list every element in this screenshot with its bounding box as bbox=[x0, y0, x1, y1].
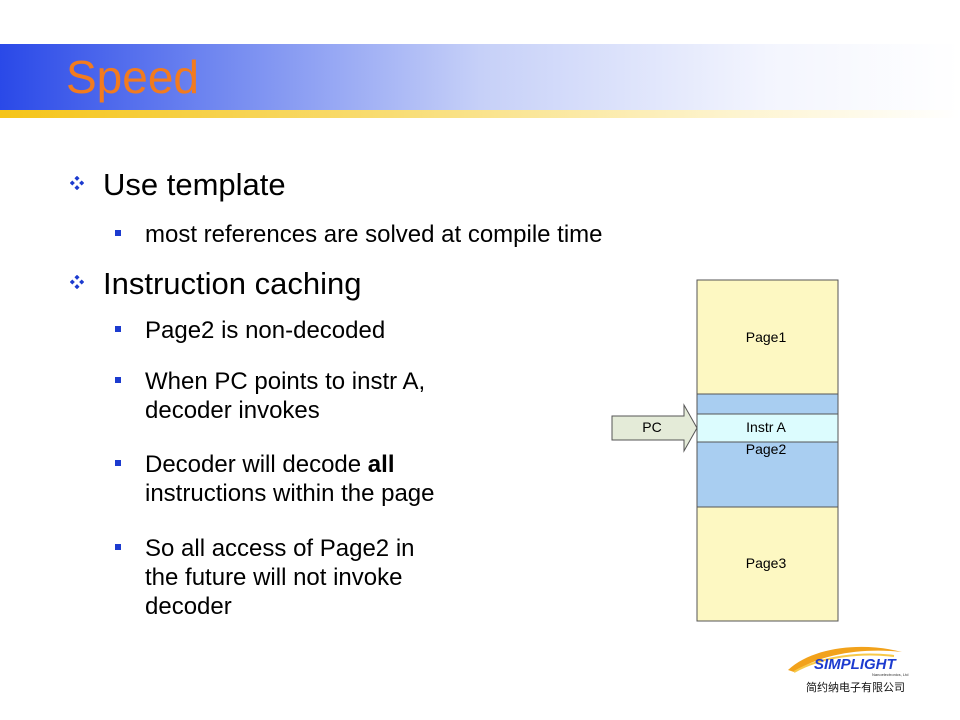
square-bullet-icon bbox=[115, 230, 121, 236]
memory-page-diagram: Page1 Instr A Page2 Page3 PC bbox=[611, 279, 839, 622]
sub-bullet-text: most references are solved at compile ti… bbox=[145, 221, 603, 248]
bullet-text: Use template bbox=[103, 167, 286, 202]
bullet-use-template: Use template bbox=[70, 167, 286, 203]
swoosh-logo-icon: SIMPLIGHT Nanoelectronics, Ltd bbox=[788, 646, 908, 677]
diamond-bullet-icon bbox=[70, 176, 84, 190]
bullet-text: Instruction caching bbox=[103, 266, 362, 301]
square-bullet-icon bbox=[115, 326, 121, 332]
sub-bullet-line: decoder invokes bbox=[145, 397, 320, 424]
sub-bullet-line: instructions within the page bbox=[145, 480, 435, 507]
square-bullet-icon bbox=[115, 460, 121, 466]
page1-block bbox=[696, 279, 839, 395]
page3-label: Page3 bbox=[746, 555, 787, 571]
simplight-logo: SIMPLIGHT Nanoelectronics, Ltd 简约纳电子有限公司 bbox=[784, 642, 932, 696]
title-band bbox=[0, 44, 960, 110]
sub-bullet-page2: Page2 is non-decoded bbox=[115, 316, 386, 345]
bullet-instruction-caching: Instruction caching bbox=[70, 266, 362, 302]
logo-chinese-name: 简约纳电子有限公司 bbox=[806, 682, 905, 694]
sub-bullet-decode-all: Decoder will decode all instructions wit… bbox=[115, 450, 435, 508]
page1-label: Page1 bbox=[746, 329, 787, 345]
pc-label: PC bbox=[642, 419, 661, 435]
diamond-bullet-icon bbox=[70, 275, 84, 289]
slide-title: Speed bbox=[66, 51, 200, 103]
page2-block bbox=[696, 393, 839, 508]
pc-arrow bbox=[611, 403, 698, 453]
logo-tagline: Nanoelectronics, Ltd bbox=[872, 672, 908, 677]
title-underline bbox=[0, 110, 960, 118]
sub-bullet-line: So all access of Page2 in bbox=[145, 535, 415, 562]
page2-label: Page2 bbox=[746, 441, 787, 457]
sub-bullet-pc-points: When PC points to instr A, decoder invok… bbox=[115, 367, 426, 425]
sub-bullet-text: Page2 is non-decoded bbox=[145, 317, 386, 344]
instr-a-block bbox=[696, 413, 839, 443]
emphasis-all: all bbox=[367, 451, 395, 478]
sub-bullet-future-access: So all access of Page2 in the future wil… bbox=[115, 534, 415, 621]
sub-bullet-line: the future will not invoke bbox=[145, 564, 403, 591]
sub-bullet-line: decoder bbox=[145, 593, 232, 620]
instr-a-label: Instr A bbox=[746, 419, 786, 435]
sub-bullet-line: When PC points to instr A, bbox=[145, 368, 426, 395]
sub-bullet-line: Decoder will decode bbox=[145, 451, 368, 478]
sub-bullet-compile-time: most references are solved at compile ti… bbox=[115, 220, 603, 249]
logo-wordmark: SIMPLIGHT bbox=[814, 656, 898, 673]
square-bullet-icon bbox=[115, 377, 121, 383]
page3-block bbox=[696, 506, 839, 622]
square-bullet-icon bbox=[115, 544, 121, 550]
